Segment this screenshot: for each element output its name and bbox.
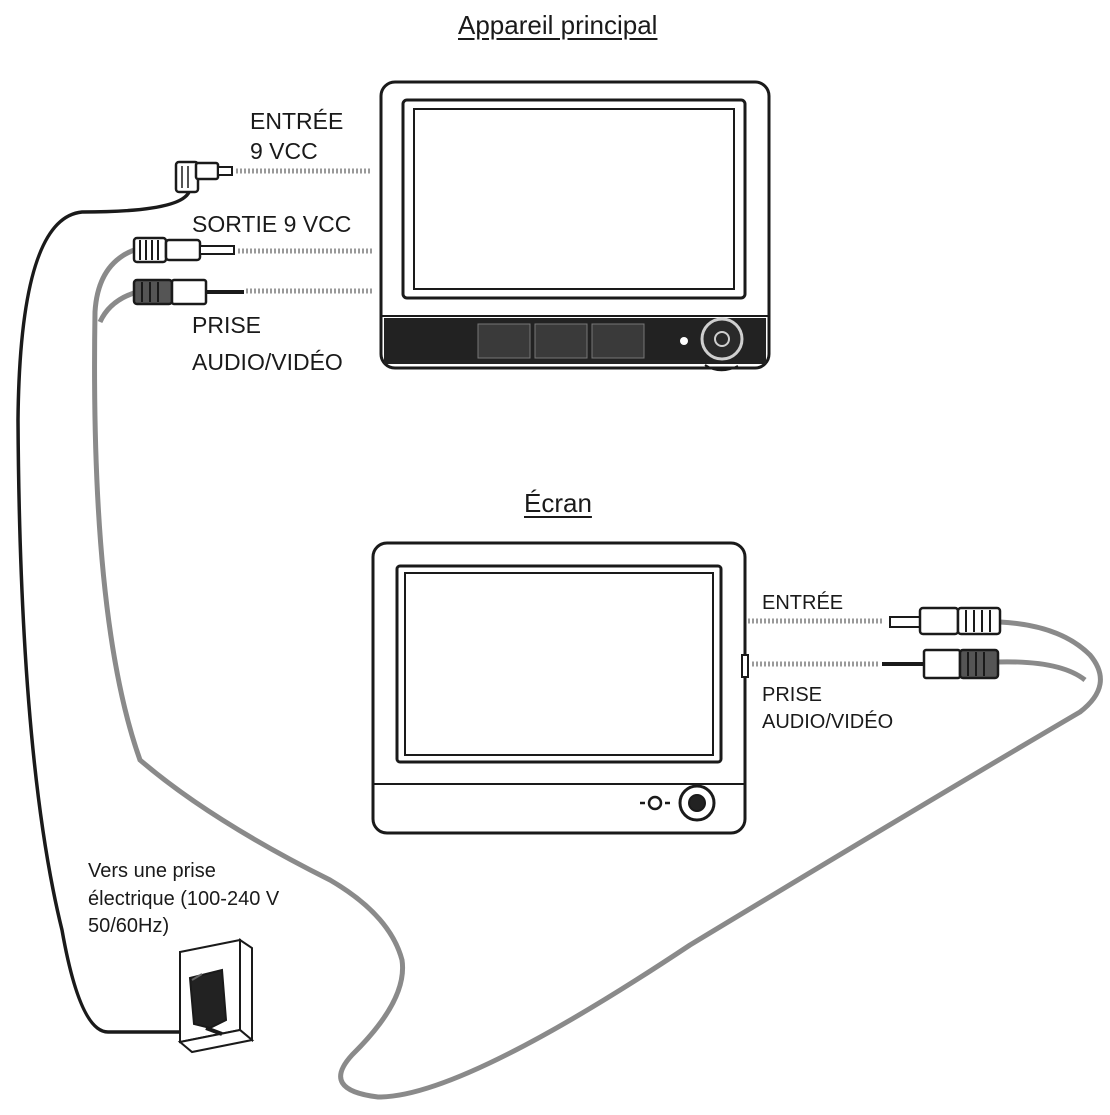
av-cable-branch-main xyxy=(97,289,138,324)
screen-indicator-icon xyxy=(640,795,670,811)
screen-av-label-line1: PRISE xyxy=(762,684,823,706)
power-adapter xyxy=(188,968,228,1036)
main-unit-device xyxy=(379,80,771,372)
screen-av-label-line2: AUDIO/VIDÉO xyxy=(762,711,894,733)
main-unit-screen xyxy=(413,108,735,290)
screen-dc-in-plug xyxy=(889,606,1002,636)
main-unit-dpad-center xyxy=(714,331,730,347)
av-cable-branch-screen xyxy=(995,659,1087,683)
screen-side-jack xyxy=(741,654,749,678)
main-unit-slot-1 xyxy=(477,323,531,359)
screen-control-knob-inner xyxy=(688,794,706,812)
dc-out-label: SORTIE 9 VCC xyxy=(192,211,352,237)
main-unit-slot-3 xyxy=(591,323,645,359)
dc-in-plug xyxy=(174,160,233,194)
screen-dc-in-label: ENTRÉE xyxy=(762,592,844,614)
dc-out-plug xyxy=(132,236,235,264)
dc-in-label-line2: 9 VCC xyxy=(250,138,318,164)
power-cable xyxy=(16,191,212,1034)
dc-in-label-line1: ENTRÉE xyxy=(250,108,344,134)
av-plug-main xyxy=(132,278,244,306)
main-unit-title: Appareil principal xyxy=(458,10,658,40)
screen-av-plug xyxy=(882,648,1000,680)
outlet-note-line1: Vers une prise xyxy=(88,860,216,882)
main-unit-power-indicator xyxy=(680,337,688,345)
av-main-label-line2: AUDIO/VIDÉO xyxy=(192,349,343,375)
main-unit-slot-2 xyxy=(534,323,588,359)
av-cable xyxy=(92,246,1103,1100)
outlet-note-line3: 50/60Hz) xyxy=(88,915,170,937)
screen-display xyxy=(404,572,714,756)
screen-device xyxy=(371,541,749,835)
av-main-label-line1: PRISE xyxy=(192,312,262,338)
screen-title: Écran xyxy=(524,488,592,518)
outlet-note-line2: électrique (100-240 V xyxy=(88,888,280,910)
